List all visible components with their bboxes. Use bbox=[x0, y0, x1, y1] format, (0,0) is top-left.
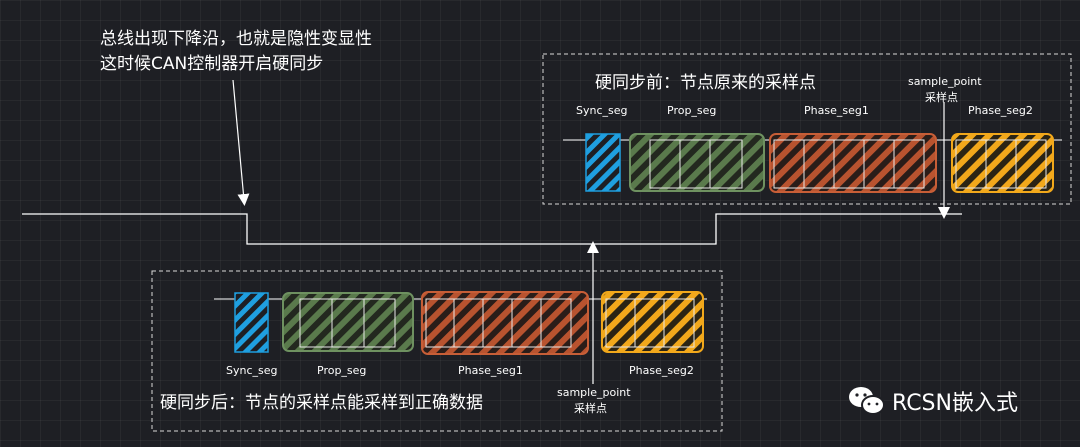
before-sample-point-sub: 采样点 bbox=[925, 90, 958, 104]
before-segment-prop bbox=[629, 133, 765, 192]
after-label-phase2: Phase_seg2 bbox=[629, 364, 694, 377]
after-sync-panel: Sync_seg Prop_seg Phase_seg1 Phase_seg2 … bbox=[151, 241, 723, 432]
before-panel-border bbox=[542, 53, 1072, 205]
before-label-prop: Prop_seg bbox=[667, 104, 716, 117]
annotation-line-2: 这时候CAN控制器开启硬同步 bbox=[100, 54, 323, 74]
after-panel-title: 硬同步后：节点的采样点能采样到正确数据 bbox=[160, 393, 483, 413]
after-tq-dividers bbox=[299, 298, 695, 348]
before-segment-sync bbox=[585, 133, 621, 192]
after-panel-border bbox=[151, 270, 723, 432]
before-segment-phase1 bbox=[769, 133, 937, 193]
after-segment-phase2 bbox=[601, 291, 704, 353]
after-sample-point-label: sample_point bbox=[557, 386, 631, 399]
after-segment-prop bbox=[282, 292, 414, 352]
bus-waveform bbox=[22, 213, 962, 245]
after-label-sync: Sync_seg bbox=[226, 364, 278, 377]
after-segment-phase1 bbox=[421, 291, 589, 355]
before-label-phase1: Phase_seg1 bbox=[804, 104, 869, 117]
after-segment-sync bbox=[234, 292, 269, 353]
watermark-brand: RCSN嵌入式 bbox=[892, 391, 1018, 416]
before-panel-title: 硬同步前：节点原来的采样点 bbox=[595, 73, 816, 93]
before-label-phase2: Phase_seg2 bbox=[968, 104, 1033, 117]
watermark: RCSN嵌入式 bbox=[848, 382, 1068, 422]
after-label-phase1: Phase_seg1 bbox=[458, 364, 523, 377]
after-sample-point-sub: 采样点 bbox=[574, 401, 607, 415]
before-sync-panel: 硬同步前：节点原来的采样点 sample_point 采样点 Sync_seg … bbox=[542, 53, 1072, 219]
before-segment-phase2 bbox=[951, 133, 1054, 193]
before-sample-point-label: sample_point bbox=[908, 75, 982, 88]
before-tq-dividers bbox=[649, 139, 1047, 189]
annotation-arrow bbox=[232, 79, 250, 206]
wechat-icon bbox=[849, 387, 885, 415]
before-label-sync: Sync_seg bbox=[576, 104, 628, 117]
annotation-line-1: 总线出现下降沿，也就是隐性变显性 bbox=[100, 29, 372, 49]
after-label-prop: Prop_seg bbox=[317, 364, 366, 377]
